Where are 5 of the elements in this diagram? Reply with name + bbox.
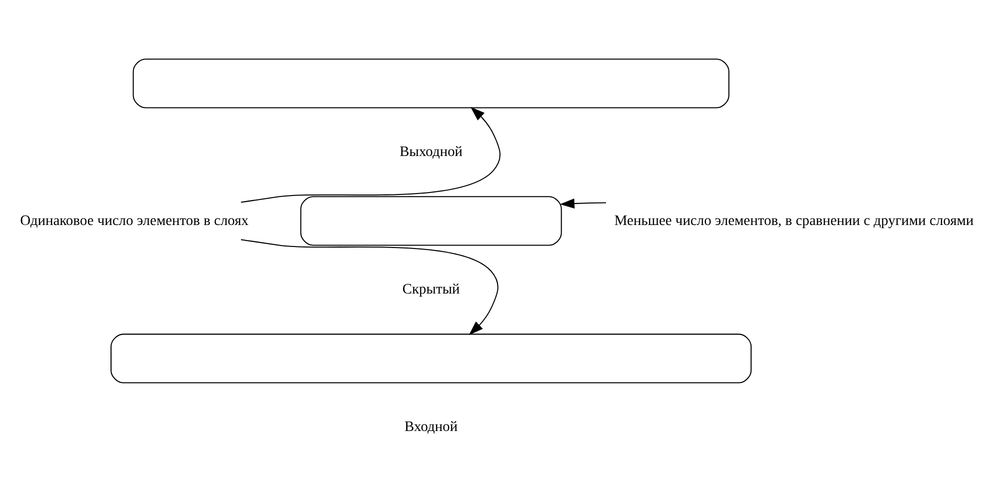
node-label: Выходной: [400, 144, 463, 160]
node-text: Одинаковое число элементов в слоях: [20, 212, 249, 228]
node-text: Меньшее число элементов, в сравнении с другими слоями: [614, 212, 974, 228]
node-label: Скрытый: [402, 281, 460, 298]
node-label: Входной: [404, 418, 458, 435]
